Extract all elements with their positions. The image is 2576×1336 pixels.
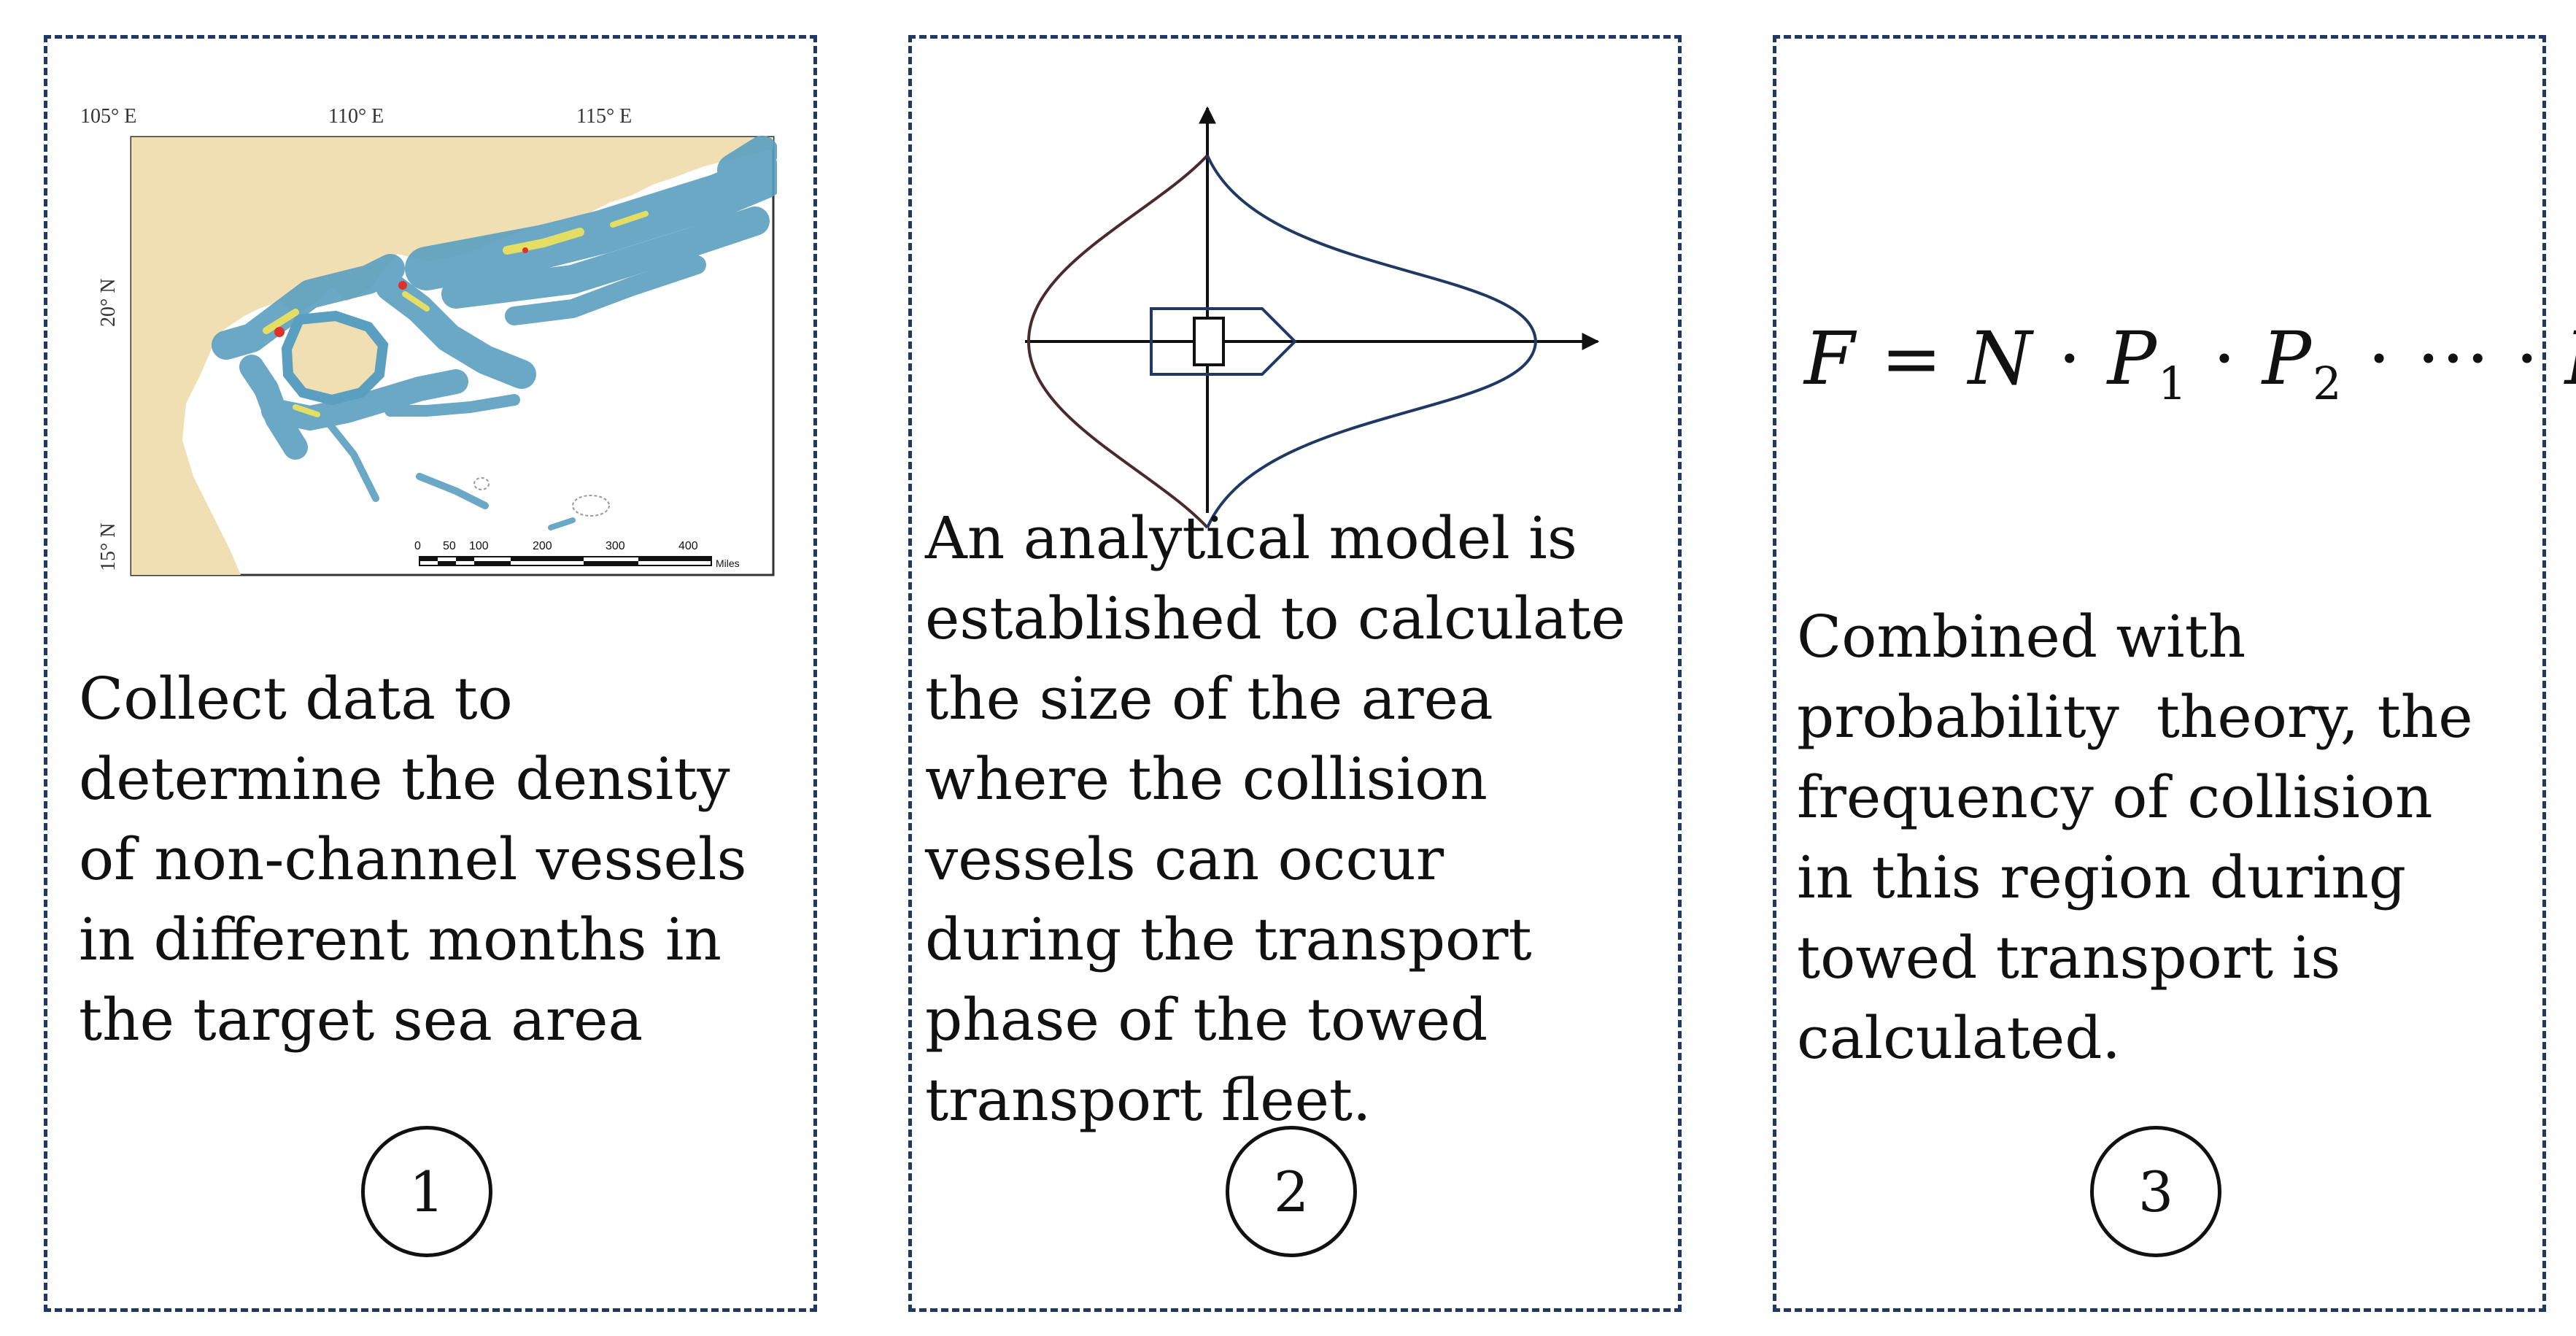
svg-text:Miles: Miles [716, 557, 740, 569]
map-frame [130, 136, 784, 576]
lon-label-105: 105° E [80, 105, 136, 128]
collision-area-diagram [956, 68, 1641, 535]
right-envelope-curve [1206, 155, 1538, 528]
towed-vessel-icon [1150, 307, 1297, 376]
svg-text:300: 300 [606, 540, 625, 552]
step-2-description: An analytical model is established to ca… [925, 504, 1626, 1134]
step-3-number: 3 [2090, 1126, 2221, 1257]
step-1-description: Collect data to determine the density of… [79, 665, 747, 1054]
svg-text:400: 400 [678, 540, 698, 552]
lon-label-115: 115° E [576, 105, 632, 128]
left-envelope-curve [1026, 154, 1209, 529]
step-3-description: Combined with probability theory, the fr… [1797, 603, 2473, 1072]
step-2-number: 2 [1226, 1126, 1357, 1257]
tug-box-icon [1193, 317, 1225, 366]
lon-label-110: 110° E [328, 105, 384, 128]
svg-text:0: 0 [414, 540, 421, 552]
step-1-number: 1 [361, 1126, 492, 1257]
collision-frequency-formula: F = N · P1 · P2 · ··· · Pn [1804, 316, 2576, 410]
map-scale-bar: 0 50 100 200 300 400 Miles [414, 540, 740, 569]
step-1-panel: 105° E 110° E 115° E 20° N 15° N [44, 35, 817, 1312]
vessel-density-map: 105° E 110° E 115° E 20° N 15° N [77, 68, 784, 593]
lat-label-20: 20° N [97, 279, 120, 327]
step-2-panel: An analytical model is established to ca… [908, 35, 1682, 1312]
svg-text:200: 200 [533, 540, 552, 552]
svg-text:100: 100 [469, 540, 489, 552]
lat-label-15: 15° N [97, 523, 120, 571]
svg-text:50: 50 [443, 540, 456, 552]
step-3-panel: F = N · P1 · P2 · ··· · Pn Combined with… [1773, 35, 2576, 1312]
